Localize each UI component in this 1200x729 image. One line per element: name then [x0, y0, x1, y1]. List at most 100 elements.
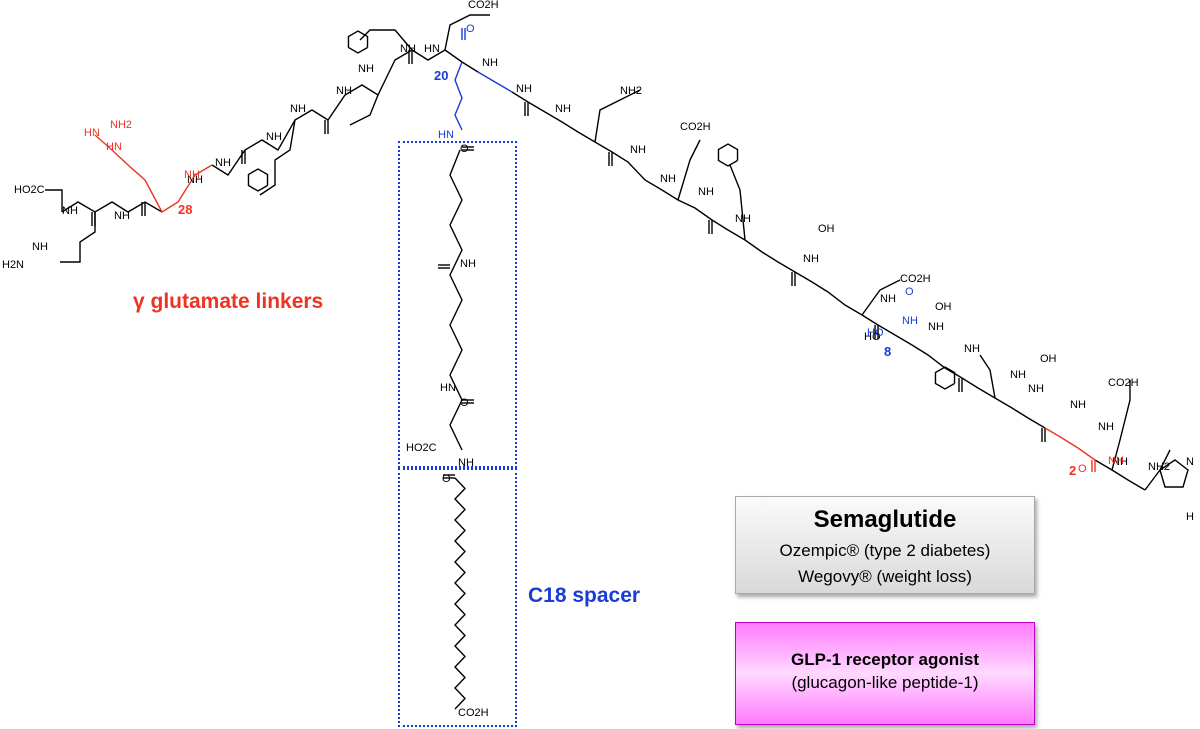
atom-label-arg28-hn: HN — [84, 127, 100, 139]
c18-dotted-box — [398, 468, 517, 727]
atom-label-13: NH — [555, 103, 571, 115]
atom-label-22: NH — [1010, 369, 1026, 381]
atom-label-ser8-ho: HO — [867, 327, 884, 339]
atom-label-ser8-nh: NH — [902, 315, 918, 327]
atom-label-28: CO2H — [680, 121, 711, 133]
atom-label-35: NH2 — [1148, 461, 1170, 473]
side-chain-glu-3 — [1111, 380, 1131, 471]
linkers-label: γ glutamate linkers — [133, 290, 324, 313]
atom-label-34: HO — [864, 331, 881, 343]
atom-label-8: NH — [358, 63, 374, 75]
atom-label-44: NH — [460, 258, 476, 270]
side-chain-ile — [349, 94, 379, 126]
atom-label-17: NH — [735, 213, 751, 225]
tyr-ring — [717, 143, 739, 167]
atom-label-31: OH — [935, 301, 952, 313]
atom-label-lys20-hn: HN — [438, 129, 454, 141]
residue-number-20: 20 — [434, 68, 449, 83]
atom-label-12: NH — [516, 83, 532, 95]
phe-ring — [347, 30, 369, 54]
atom-label-43: O — [460, 143, 469, 155]
phe-ring-2 — [934, 366, 956, 390]
side-chain-gln — [594, 89, 641, 143]
atom-label-37: NH — [32, 241, 48, 253]
atom-label-26: NH — [1112, 456, 1128, 468]
spacer-label: C18 spacer — [528, 584, 641, 607]
atom-label-aib2-o: O — [1078, 463, 1087, 475]
atom-label-0: HO2C — [14, 184, 45, 196]
card-line-ozempic: Ozempic® (type 2 diabetes) — [779, 541, 991, 560]
atom-label-1: NH — [62, 205, 78, 217]
atom-label-36: H2N — [2, 259, 24, 271]
atom-label-18: NH — [803, 253, 819, 265]
atom-label-33: OH — [818, 223, 835, 235]
linker-dotted-box — [398, 141, 517, 468]
backbone-segment-b — [511, 91, 1046, 429]
backbone-segment-a — [211, 49, 479, 176]
residue-number-28: 28 — [178, 202, 193, 217]
side-chain-phe-2 — [979, 354, 996, 399]
atom-label-39: HO2C — [406, 442, 437, 454]
glp1-card: GLP-1 receptor agonist (glucagon-like pe… — [735, 622, 1035, 725]
atom-label-16: NH — [698, 186, 714, 198]
side-chain-asp — [861, 279, 901, 316]
residue-number-8: 8 — [884, 344, 892, 359]
atom-label-48: H — [1186, 511, 1194, 523]
atom-label-7: NH — [336, 85, 352, 97]
c18-chain — [454, 477, 466, 710]
glp1-card-title: GLP-1 receptor agonist — [791, 650, 979, 669]
side-chain-arginine — [60, 212, 96, 263]
backbone-segment-2 — [1044, 427, 1096, 461]
atom-label-23: NH — [1028, 383, 1044, 395]
atom-label-32: OH — [1040, 353, 1057, 365]
atom-label-27: CO2H — [468, 0, 499, 11]
atom-label-45: HN — [440, 382, 456, 394]
atom-label-38: NH2 — [620, 85, 642, 97]
atom-label-aib2-nh: NH — [1108, 455, 1124, 467]
semaglutide-card: Semaglutide Ozempic® (type 2 diabetes) W… — [735, 496, 1035, 594]
atom-label-15: NH — [660, 173, 676, 185]
trp-ring — [247, 168, 269, 192]
side-chain-trp — [259, 119, 296, 196]
atom-label-47: N — [1186, 456, 1194, 468]
atom-label-ser8-o: O — [905, 286, 914, 298]
side-chain-glu-2 — [677, 139, 701, 201]
atom-label-arg28-nh2: NH2 — [110, 119, 132, 131]
glp1-card-subtitle: (glucagon-like peptide-1) — [791, 673, 979, 692]
atom-label-arg28-hn2: HN — [106, 141, 122, 153]
atom-label-29: CO2H — [900, 273, 931, 285]
residue-number-2: 2 — [1069, 463, 1077, 478]
side-chain-glu — [444, 14, 490, 51]
backbone-bonds — [45, 14, 1189, 710]
atom-label-6: NH — [290, 103, 306, 115]
atom-label-10: HN — [424, 43, 440, 55]
linker-bonds-red — [94, 134, 1096, 472]
atom-label-41: CO2H — [458, 707, 489, 719]
atom-label-2: NH — [114, 210, 130, 222]
side-chain-tyr — [729, 164, 746, 241]
side-chain-bonds-blue — [454, 28, 513, 131]
atom-label-11: NH — [482, 57, 498, 69]
side-chain-arginine-28 — [94, 134, 163, 213]
card-title: Semaglutide — [813, 506, 957, 533]
atom-label-lys20-o: O — [466, 23, 475, 35]
atom-label-24: NH — [1070, 399, 1086, 411]
backbone-n-terminus — [1094, 459, 1146, 491]
atom-label-30: CO2H — [1108, 377, 1139, 389]
imidazole-ring — [1159, 459, 1189, 488]
atom-label-25: NH — [1098, 421, 1114, 433]
atom-label-19: NH — [880, 293, 896, 305]
atom-label-5: NH — [266, 131, 282, 143]
card-line-wegovy: Wegovy® (weight loss) — [798, 567, 972, 586]
atom-label-20: NH — [928, 321, 944, 333]
atom-label-14: NH — [630, 144, 646, 156]
atom-label-9: NH — [400, 43, 416, 55]
side-chain-glycine-acid — [45, 189, 63, 212]
atom-label-21: NH — [964, 343, 980, 355]
atom-label-42: O — [442, 473, 451, 485]
lys20-side-chain — [454, 61, 463, 131]
atom-label-3: NH — [187, 174, 203, 186]
atom-label-arg28-nh: NH — [184, 169, 200, 181]
